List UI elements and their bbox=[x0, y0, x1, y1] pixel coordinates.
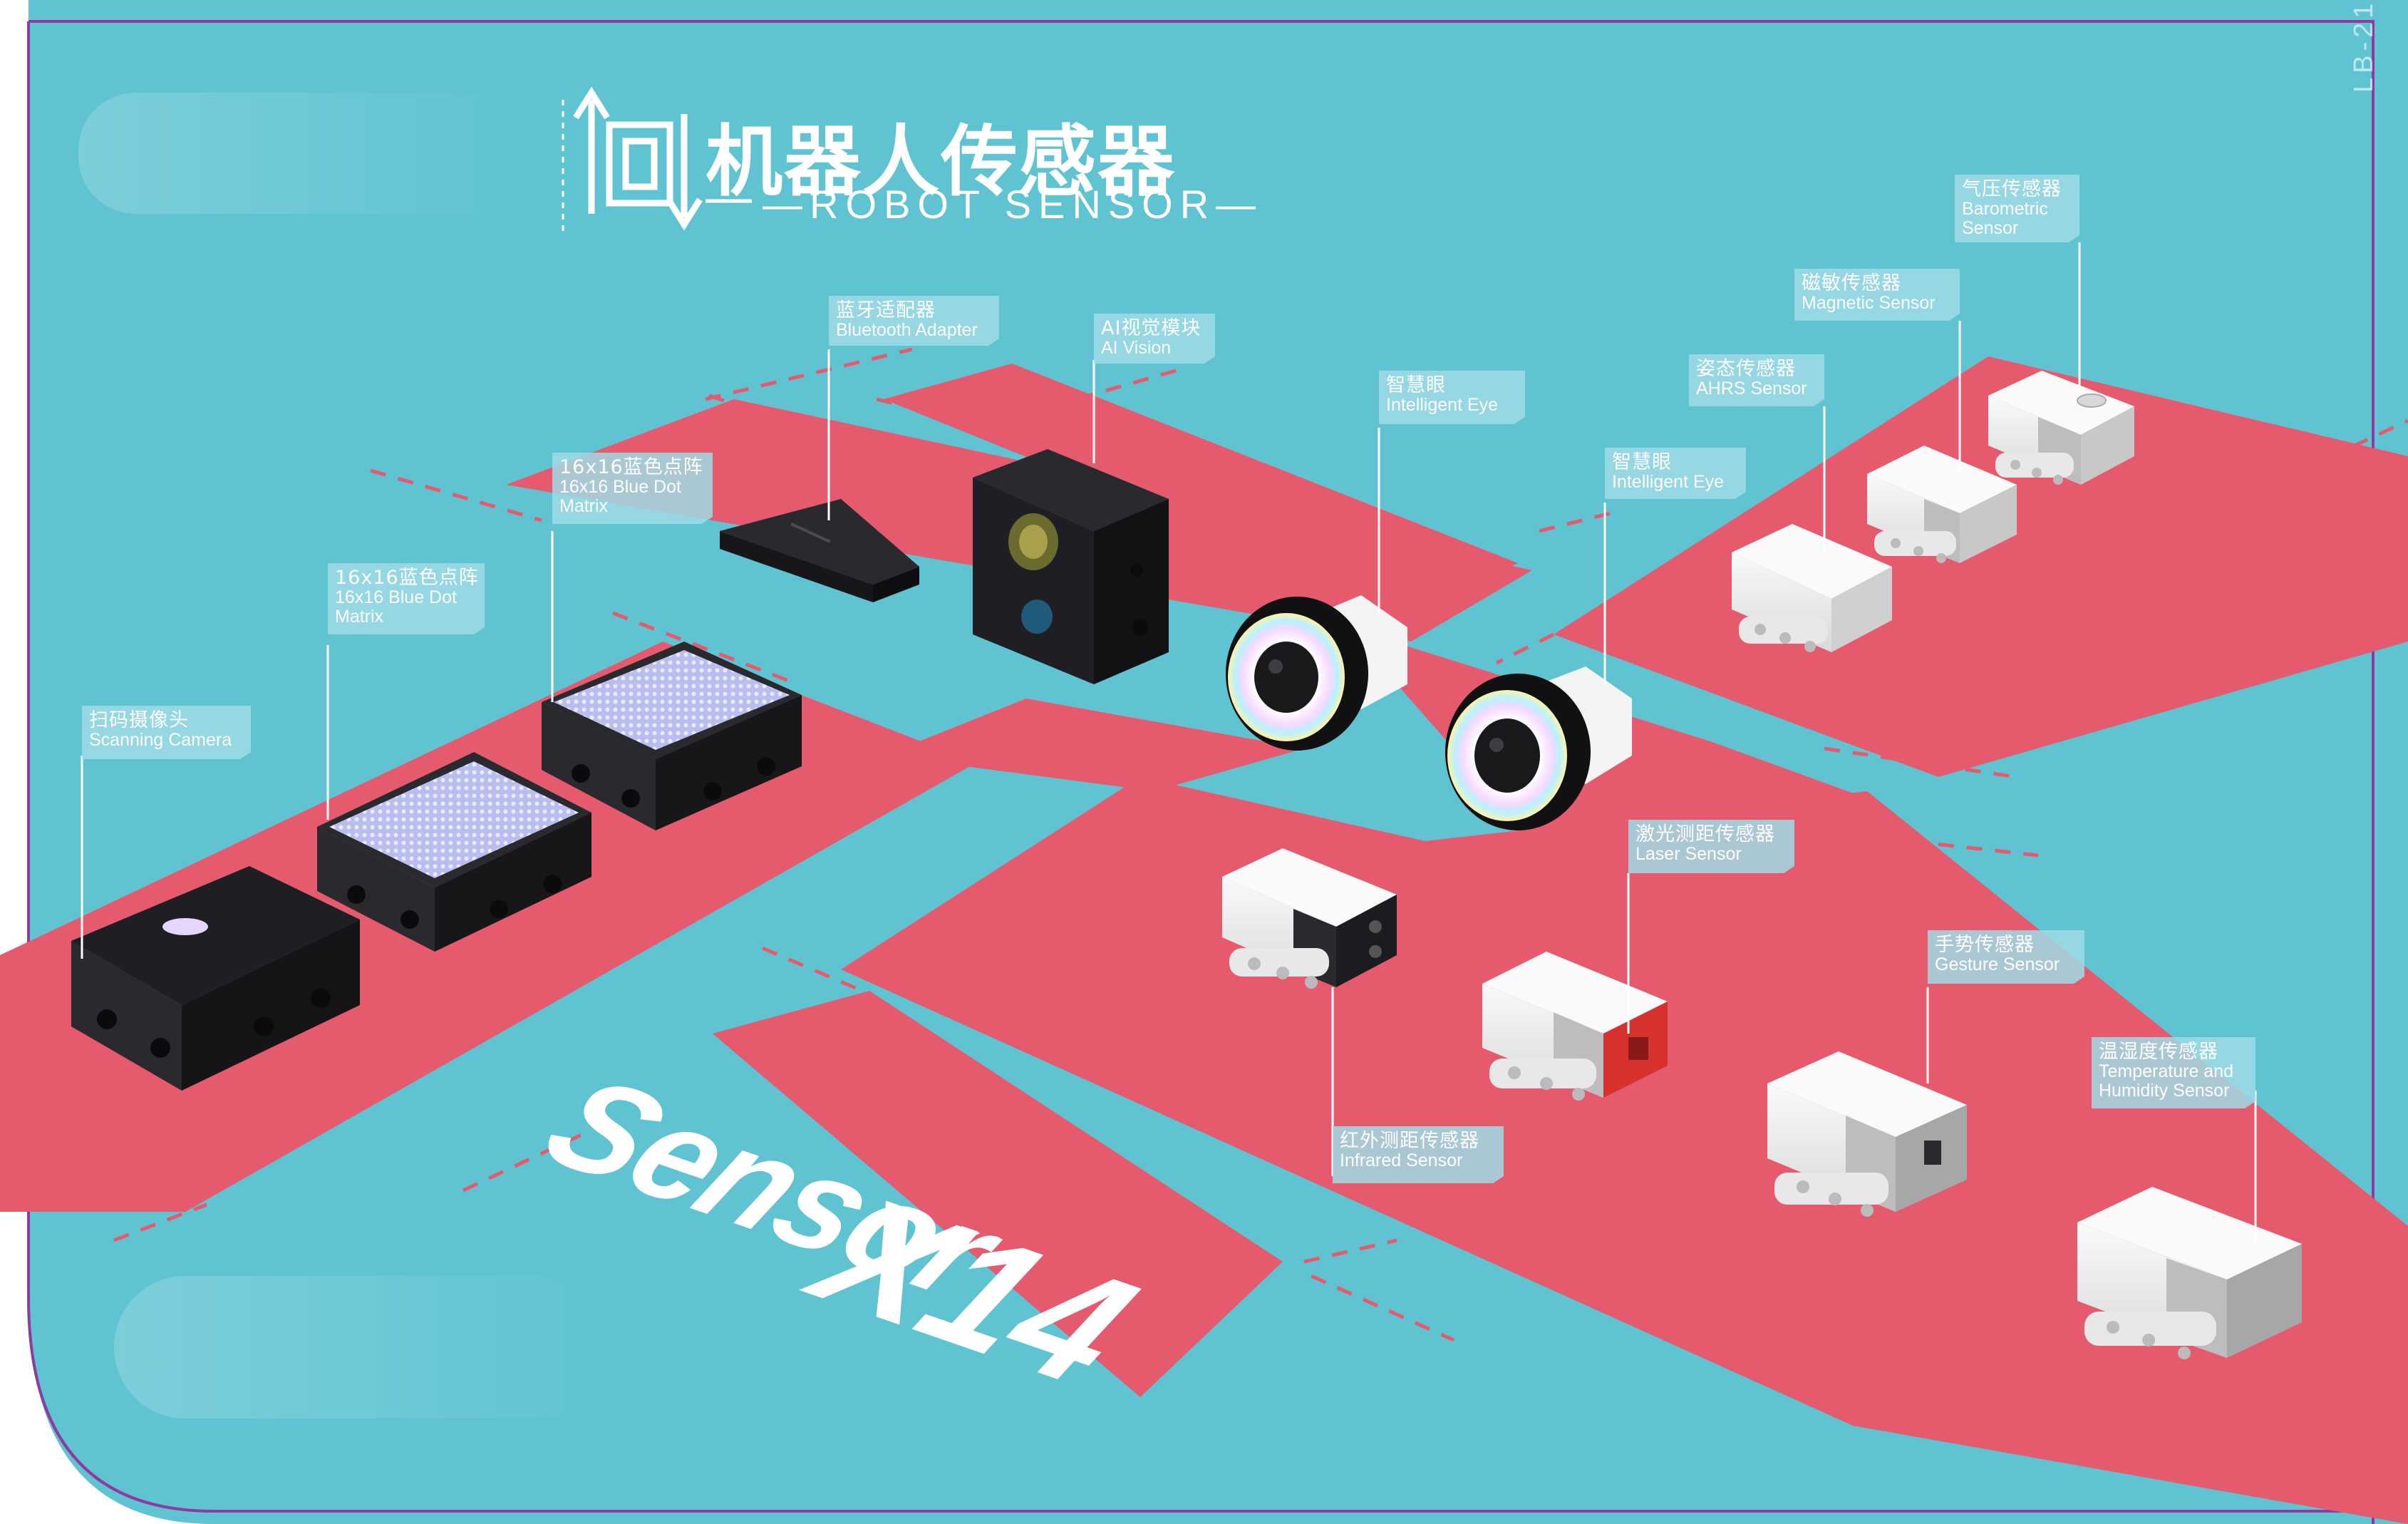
ahrs-sensor-device bbox=[1732, 524, 1892, 652]
intelligent-eye-device-2 bbox=[1445, 666, 1632, 830]
label-en: Humidity Sensor bbox=[2099, 1081, 2230, 1101]
logo-icon bbox=[562, 86, 703, 235]
label-en: Bluetooth Adapter bbox=[836, 320, 978, 341]
dashed-guides bbox=[113, 347, 2408, 1342]
blue-dot-matrix-device-2 bbox=[542, 642, 802, 830]
product-code: LB-2109 bbox=[2349, 0, 2379, 93]
label-en: 16x16 Blue Dot bbox=[335, 587, 457, 608]
label-scanning-camera: 扫码摄像头 Scanning Camera bbox=[82, 706, 247, 756]
label-blue-dot-matrix-2: 16x16蓝色点阵 16x16 Blue Dot Matrix bbox=[552, 453, 719, 522]
label-infrared-sensor: 红外测距传感器 Infrared Sensor bbox=[1333, 1126, 1495, 1176]
label-zh: 16x16蓝色点阵 bbox=[335, 567, 479, 589]
label-blue-dot-matrix-1: 16x16蓝色点阵 16x16 Blue Dot Matrix bbox=[328, 563, 495, 632]
label-en: Magnetic Sensor bbox=[1802, 293, 1936, 314]
label-en: Matrix bbox=[559, 496, 609, 517]
faded-patch bbox=[114, 1276, 613, 1419]
magnetic-sensor-device bbox=[1867, 446, 2017, 563]
label-zh: 手势传感器 bbox=[1935, 934, 2035, 956]
laser-sensor-device bbox=[1482, 952, 1668, 1101]
ai-vision-device bbox=[973, 449, 1169, 684]
label-en: Sensor bbox=[1962, 218, 2019, 239]
label-zh: 智慧眼 bbox=[1386, 374, 1446, 396]
faded-patch bbox=[78, 93, 520, 214]
label-barometric-sensor: 气压传感器 Barometric Sensor bbox=[1955, 175, 2077, 244]
label-temp-humidity-sensor: 温湿度传感器 Temperature and Humidity Sensor bbox=[2092, 1037, 2249, 1106]
label-magnetic-sensor: 磁敏传感器 Magnetic Sensor bbox=[1794, 269, 1951, 319]
label-en: AI Vision bbox=[1101, 338, 1172, 359]
blue-dot-matrix-device-1 bbox=[317, 752, 591, 952]
label-zh: 红外测距传感器 bbox=[1340, 1130, 1479, 1152]
label-en: Intelligent Eye bbox=[1386, 395, 1499, 416]
barometric-sensor-device bbox=[1988, 371, 2134, 485]
title-chinese: 机器人传感器 bbox=[706, 118, 1177, 207]
label-en: Barometric bbox=[1962, 199, 2048, 220]
label-tabs bbox=[82, 175, 2255, 1183]
callout-lines bbox=[81, 242, 2257, 1244]
label-zh: 姿态传感器 bbox=[1696, 358, 1796, 380]
label-en: Scanning Camera bbox=[89, 730, 232, 751]
label-zh: 磁敏传感器 bbox=[1802, 272, 1901, 294]
label-zh: 温湿度传感器 bbox=[2099, 1041, 2218, 1063]
title-english: —ROBOT SENSOR— bbox=[763, 182, 1264, 227]
label-zh: 激光测距传感器 bbox=[1636, 823, 1775, 845]
label-bluetooth-adapter: 蓝牙适配器 Bluetooth Adapter bbox=[829, 296, 993, 346]
label-en: AHRS Sensor bbox=[1696, 379, 1807, 399]
label-zh: AI视觉模块 bbox=[1101, 317, 1202, 339]
scanning-camera-device bbox=[71, 866, 360, 1091]
label-laser-sensor: 激光测距传感器 Laser Sensor bbox=[1628, 820, 1791, 870]
label-ahrs-sensor: 姿态传感器 AHRS Sensor bbox=[1689, 354, 1823, 404]
label-zh: 扫码摄像头 bbox=[89, 709, 189, 731]
label-intelligent-eye-1: 智慧眼 Intelligent Eye bbox=[1379, 371, 1514, 421]
label-intelligent-eye-2: 智慧眼 Intelligent Eye bbox=[1605, 448, 1740, 498]
label-zh: 16x16蓝色点阵 bbox=[559, 456, 703, 478]
label-en: Temperature and bbox=[2099, 1061, 2234, 1082]
label-zh: 蓝牙适配器 bbox=[836, 299, 936, 321]
label-en: Intelligent Eye bbox=[1612, 472, 1725, 493]
label-gesture-sensor: 手势传感器 Gesture Sensor bbox=[1928, 930, 2075, 980]
label-en: Laser Sensor bbox=[1636, 844, 1742, 865]
label-en: Matrix bbox=[335, 607, 384, 627]
temp-humidity-sensor-device bbox=[2077, 1187, 2302, 1359]
label-en: Infrared Sensor bbox=[1340, 1150, 1463, 1171]
label-ai-vision: AI视觉模块 AI Vision bbox=[1094, 314, 1216, 364]
label-zh: 气压传感器 bbox=[1962, 178, 2062, 200]
label-zh: 智慧眼 bbox=[1612, 451, 1672, 473]
infrared-sensor-device bbox=[1222, 848, 1397, 989]
label-en: 16x16 Blue Dot bbox=[559, 477, 681, 498]
intelligent-eye-device-1 bbox=[1226, 595, 1407, 751]
label-en: Gesture Sensor bbox=[1935, 954, 2060, 975]
frame-border bbox=[27, 20, 2375, 1524]
gesture-sensor-device bbox=[1767, 1051, 1967, 1217]
bluetooth-adapter-device bbox=[720, 499, 919, 602]
